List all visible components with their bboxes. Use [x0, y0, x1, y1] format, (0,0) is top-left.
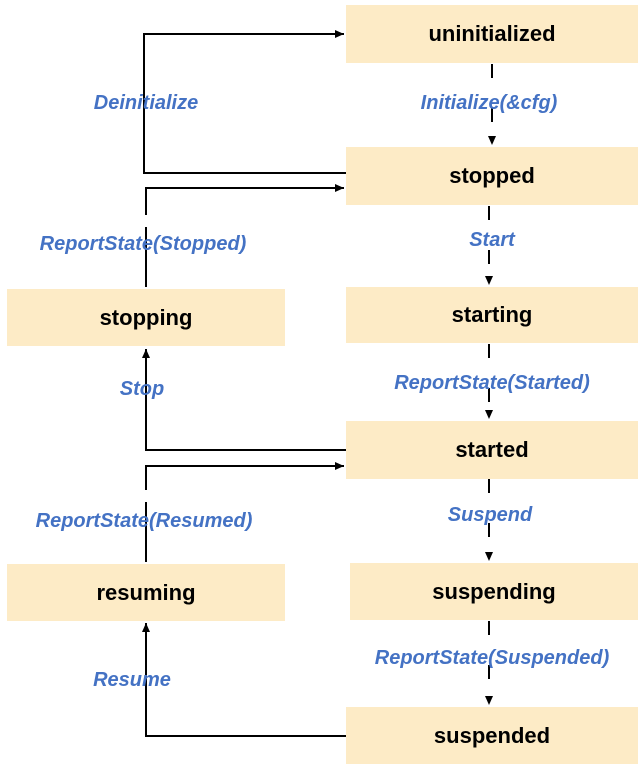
state-suspending: suspending	[350, 563, 638, 620]
state-starting: starting	[346, 287, 638, 343]
state-suspended: suspended	[346, 707, 638, 764]
state-label: stopping	[99, 304, 193, 330]
state-label: starting	[451, 302, 533, 327]
label-report-suspended: ReportState(Suspended)	[374, 647, 610, 669]
label-report-resumed: ReportState(Resumed)	[35, 510, 253, 532]
state-label: stopped	[449, 163, 535, 188]
edge-stop	[142, 349, 346, 451]
label-report-started: ReportState(Started)	[394, 372, 590, 394]
label-initialize: Initialize(&cfg)	[420, 92, 558, 114]
state-stopping: stopping	[7, 289, 285, 346]
label-resume: Resume	[93, 669, 171, 691]
label-report-stopped: ReportState(Stopped)	[39, 233, 247, 255]
state-label: started	[455, 437, 529, 462]
label-suspend: Suspend	[447, 504, 533, 526]
edge-deinitialize	[143, 30, 346, 174]
label-deinitialize: Deinitialize	[93, 92, 199, 114]
state-uninitialized: uninitialized	[346, 5, 638, 63]
state-resuming: resuming	[7, 564, 285, 621]
edge-resume	[142, 623, 346, 737]
state-label: uninitialized	[428, 21, 556, 46]
label-start: Start	[469, 229, 515, 251]
edge-report-resumed	[145, 462, 344, 562]
state-started: started	[346, 421, 638, 479]
state-label: suspended	[433, 722, 551, 748]
edge-report-stopped	[145, 184, 344, 287]
state-stopped: stopped	[346, 147, 638, 205]
state-label: suspending	[432, 578, 556, 604]
label-stop: Stop	[119, 378, 165, 400]
state-label: resuming	[96, 579, 196, 605]
